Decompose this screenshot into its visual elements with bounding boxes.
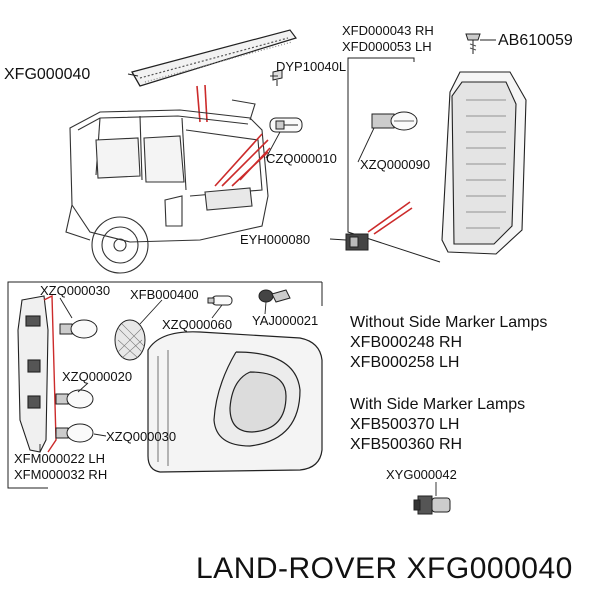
- with-side-marker-heading: With Side Marker Lamps: [350, 396, 526, 413]
- label-bulb-holder: YAJ000021: [252, 313, 319, 328]
- vehicle-pointer-lines: [214, 133, 271, 187]
- bulb-holder-drawing: [258, 289, 291, 303]
- label-clip: DYP10040L: [276, 59, 347, 74]
- without-side-marker-lh: XFB000258 LH: [350, 354, 460, 371]
- spoiler-drawing: [131, 29, 297, 87]
- clip-drawing: [272, 69, 283, 86]
- rear-lamp-body-drawing: [147, 331, 323, 473]
- rear-bulbs-drawing: [55, 319, 98, 443]
- footer-title: LAND-ROVER XFG000040: [196, 552, 573, 585]
- bulb-small-drawing: [269, 117, 303, 133]
- label-cluster-rh: XFM000032 RH: [14, 467, 108, 482]
- label-tail-lamp-lh: XFD000053 LH: [342, 39, 432, 54]
- label-cluster-lh: XFM000022 LH: [14, 451, 106, 466]
- connector-drawing: [345, 233, 369, 251]
- screw-drawing: [465, 33, 481, 54]
- socket-drawing: [413, 495, 451, 515]
- label-reflector: XFB000400: [130, 287, 199, 302]
- vehicle-drawing: [65, 99, 269, 274]
- rear-cluster-drawing: [17, 294, 57, 453]
- label-rear-bulb-low: XZQ000030: [106, 429, 177, 444]
- label-bulb-small: CZQ000010: [266, 151, 337, 166]
- tail-lamp-drawing: [441, 71, 527, 255]
- leader-lines: [39, 73, 437, 496]
- label-rear-bulb-top: XZQ000030: [40, 283, 111, 298]
- tail-lamp-bracket: [347, 39, 496, 263]
- label-socket: XYG000042: [386, 467, 457, 482]
- label-side-bulb: XZQ000060: [162, 317, 233, 332]
- with-side-marker-lh: XFB500370 LH: [350, 416, 460, 433]
- without-side-marker-rh: XFB000248 RH: [350, 334, 463, 351]
- connector-pointer-lines: [367, 201, 413, 235]
- label-spoiler: XFG000040: [4, 66, 91, 83]
- spoiler-pointer-lines: [196, 84, 208, 123]
- without-side-marker-heading: Without Side Marker Lamps: [350, 314, 548, 331]
- reflector-drawing: [114, 319, 146, 361]
- label-bulb-upper: XZQ000090: [360, 157, 431, 172]
- label-tail-lamp-rh: XFD000043 RH: [342, 23, 434, 38]
- with-side-marker-rh: XFB500360 RH: [350, 436, 463, 453]
- side-bulb-drawing: [207, 295, 233, 306]
- lower-inset-frame: [7, 281, 323, 489]
- bulb-upper-drawing: [371, 111, 418, 131]
- label-screw: AB610059: [498, 32, 573, 49]
- label-rear-bulb-mid: XZQ000020: [62, 369, 133, 384]
- label-connector: EYH000080: [240, 232, 311, 247]
